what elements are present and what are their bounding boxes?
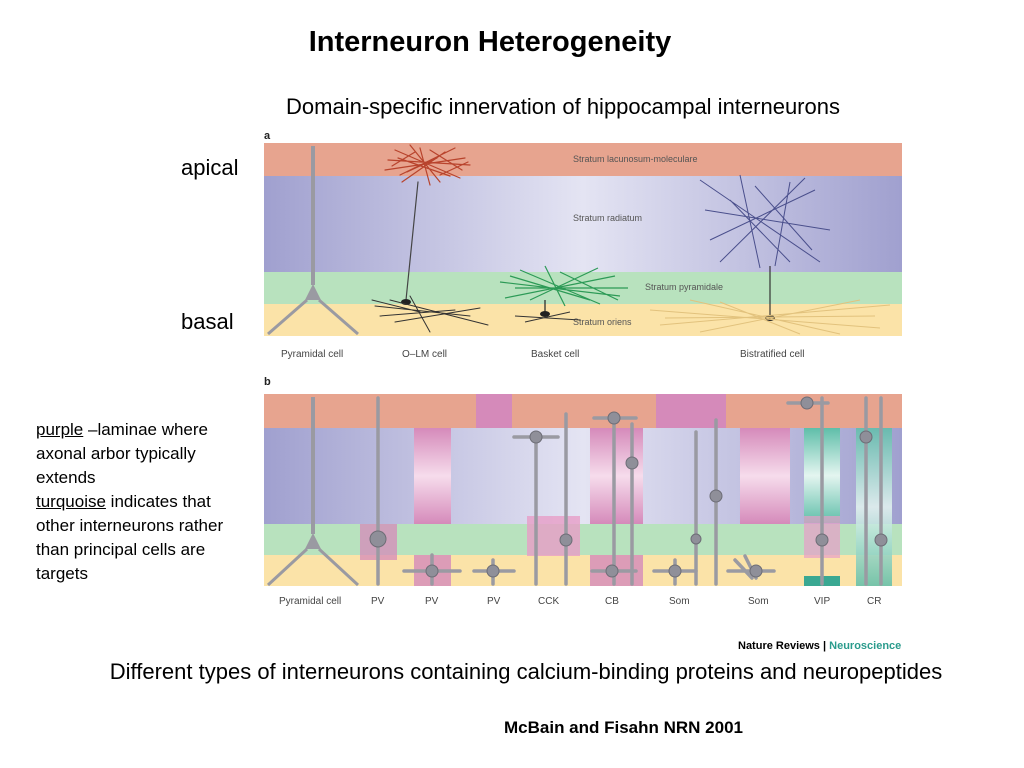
slide-caption: Different types of interneurons containi… [109, 659, 943, 684]
cell-label-bistratified: Bistratified cell [740, 349, 804, 360]
legend-purple-word: purple [36, 420, 84, 439]
layer-label-radiatum: Stratum radiatum [573, 213, 642, 223]
citation: McBain and Fisahn NRN 2001 [504, 718, 744, 737]
color-legend: purple –laminae where axonal arbor typic… [36, 418, 236, 586]
legend-turquoise-word: turquoise [36, 492, 106, 511]
basket-cell [499, 265, 628, 323]
panel-a-layers [264, 143, 902, 336]
olm-cell [371, 144, 489, 333]
journal-credit: Nature Reviews | Neuroscience [738, 640, 901, 652]
pyramidal-cell-a [267, 146, 359, 336]
cell-label-basket: Basket cell [531, 349, 579, 360]
legend-purple-text: –laminae where axonal arbor typically ex… [36, 420, 209, 487]
cell-label-pv-2: PV [425, 596, 439, 607]
cell-label-som-2: Som [748, 596, 769, 607]
cell-label-som-1: Som [669, 596, 690, 607]
cell-label-pv-3: PV [487, 596, 501, 607]
journal-name: Nature Reviews [738, 640, 820, 652]
layer-slm-band [264, 143, 902, 176]
slide-subtitle: Domain-specific innervation of hippocamp… [286, 94, 840, 119]
panel-a-label: a [264, 130, 271, 142]
cell-label-olm: O–LM cell [402, 349, 447, 360]
journal-section: Neuroscience [829, 640, 902, 652]
layer-label-oriens: Stratum oriens [573, 317, 632, 327]
cell-label-pyramidal-b: Pyramidal cell [279, 596, 341, 607]
cell-label-vip: VIP [814, 596, 830, 607]
layer-label-pyramidale: Stratum pyramidale [645, 282, 723, 292]
b-layer-oriens-band [264, 555, 902, 586]
layer-label-slm: Stratum lacunosum-moleculare [573, 154, 698, 164]
slide-title: Interneuron Heterogeneity [308, 26, 672, 58]
b-layer-radiatum-band [264, 428, 902, 524]
apical-label: apical [181, 155, 239, 180]
b-layer-slm-band [264, 394, 902, 428]
interneuron-somata [369, 396, 888, 578]
panel-b-label: b [264, 376, 271, 388]
cell-label-cb: CB [605, 596, 619, 607]
pyramidal-cell-b [266, 397, 360, 587]
cell-label-cck: CCK [538, 596, 559, 607]
layer-oriens-band [264, 304, 902, 336]
layer-radiatum-band [264, 176, 902, 272]
basal-label: basal [181, 309, 234, 334]
journal-separator: | [819, 640, 830, 652]
legend-turquoise-text: indicates that other interneurons rather… [36, 492, 224, 583]
cell-label-cr: CR [867, 596, 881, 607]
bistratified-cell [649, 174, 891, 335]
cell-label-pyramidal-a: Pyramidal cell [281, 349, 343, 360]
cell-label-pv-1: PV [371, 596, 385, 607]
